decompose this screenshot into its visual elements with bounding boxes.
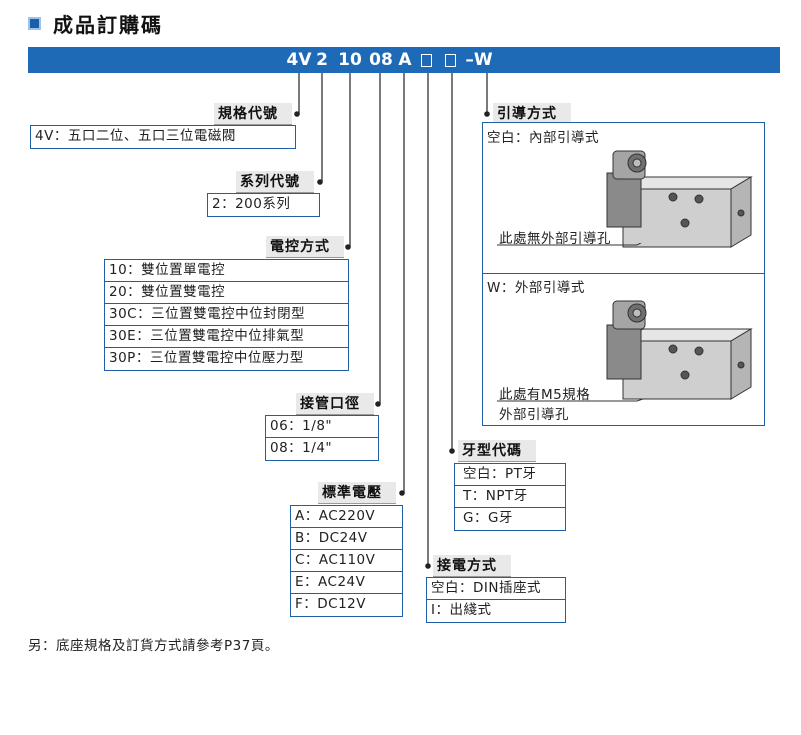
- thread-option: G：G牙: [463, 510, 513, 526]
- wiring-option: I：出綫式: [431, 602, 492, 618]
- dot-thread: [449, 448, 455, 454]
- port-option: 06：1/8": [266, 416, 378, 438]
- dot-pilot: [484, 111, 490, 117]
- voltage-option: A：AC220V: [291, 506, 402, 528]
- voltage-header: 標準電壓: [318, 482, 396, 504]
- code-wiring: [441, 47, 459, 73]
- page-title: 成品訂購碼: [28, 10, 163, 37]
- control-option: 30P：三位置雙電控中位壓力型: [109, 350, 304, 366]
- voltage-option: C：AC110V: [291, 550, 402, 572]
- code-voltage: A: [398, 50, 412, 70]
- control-option: 10：雙位置單電控: [105, 260, 348, 282]
- wiring-box: 空白：DIN插座式 I：出綫式: [426, 577, 566, 623]
- control-option: 30C：三位置雙電控中位封閉型: [105, 304, 348, 326]
- thread-option: T：NPT牙: [455, 486, 565, 508]
- model-code-bar: [28, 47, 780, 73]
- voltage-option: E：AC24V: [291, 572, 402, 594]
- series-header: 系列代號: [236, 171, 314, 193]
- dot-control: [345, 244, 351, 250]
- code-series: 2: [316, 50, 328, 70]
- pilot-external-label: W：外部引導式: [487, 280, 585, 296]
- wiring-option: 空白：DIN插座式: [427, 578, 565, 600]
- wiring-header: 接電方式: [433, 555, 511, 577]
- dot-voltage: [399, 490, 405, 496]
- empty-square-icon: [420, 53, 432, 67]
- pilot-external-panel: W：外部引導式 此處有M5規格 外部引導孔: [483, 273, 764, 425]
- code-base: 4V: [286, 50, 312, 70]
- thread-header: 牙型代碼: [458, 440, 536, 462]
- pilot-external-callout-line1: 此處有M5規格: [499, 387, 591, 403]
- code-control: 10: [338, 50, 362, 70]
- port-box: 06：1/8" 08：1/4": [265, 415, 379, 461]
- spec-header: 規格代號: [214, 103, 292, 125]
- dot-spec: [294, 111, 300, 117]
- port-option: 08：1/4": [270, 440, 333, 456]
- voltage-box: A：AC220V B：DC24V C：AC110V E：AC24V F：DC12…: [290, 505, 403, 617]
- spec-box: 4V：五口二位、五口三位電磁閥: [30, 125, 296, 149]
- pilot-internal-callout: 此處無外部引導孔: [499, 231, 611, 247]
- pilot-external-callout-line2: 外部引導孔: [499, 407, 569, 423]
- control-box: 10：雙位置單電控 20：雙位置雙電控 30C：三位置雙電控中位封閉型 30E：…: [104, 259, 349, 371]
- port-header: 接管口徑: [296, 393, 374, 415]
- dot-wiring: [425, 563, 431, 569]
- control-option: 20：雙位置雙電控: [105, 282, 348, 304]
- code-pilot: –W: [465, 50, 493, 70]
- series-box: 2：200系列: [207, 193, 320, 217]
- pilot-internal-label: 空白：內部引導式: [487, 130, 599, 146]
- title-text: 成品訂購碼: [53, 12, 163, 37]
- pilot-internal-panel: 空白：內部引導式 此處無外部引導孔: [483, 123, 764, 274]
- control-option: 30E：三位置雙電控中位排氣型: [105, 326, 348, 348]
- thread-box: 空白：PT牙 T：NPT牙 G：G牙: [454, 463, 566, 531]
- code-port: 08: [369, 50, 393, 70]
- series-option: 2：200系列: [212, 196, 291, 212]
- code-thread: [417, 47, 435, 73]
- pilot-box: 空白：內部引導式 此處無外部引導孔 W：外部引導式: [482, 122, 765, 426]
- dot-port: [375, 401, 381, 407]
- square-bullet-icon: [28, 16, 41, 30]
- dot-series: [317, 179, 323, 185]
- spec-option: 4V：五口二位、五口三位電磁閥: [35, 128, 236, 144]
- voltage-option: F：DC12V: [295, 596, 366, 612]
- footnote: 另：底座規格及訂貨方式請參考P37頁。: [28, 638, 279, 654]
- callout-line: [497, 399, 645, 402]
- control-header: 電控方式: [266, 236, 344, 258]
- thread-option: 空白：PT牙: [455, 464, 565, 486]
- callout-line: [497, 243, 642, 246]
- valve-external-image: [606, 300, 753, 400]
- voltage-option: B：DC24V: [291, 528, 402, 550]
- empty-square-icon: [444, 53, 456, 67]
- valve-internal-image: [606, 150, 753, 248]
